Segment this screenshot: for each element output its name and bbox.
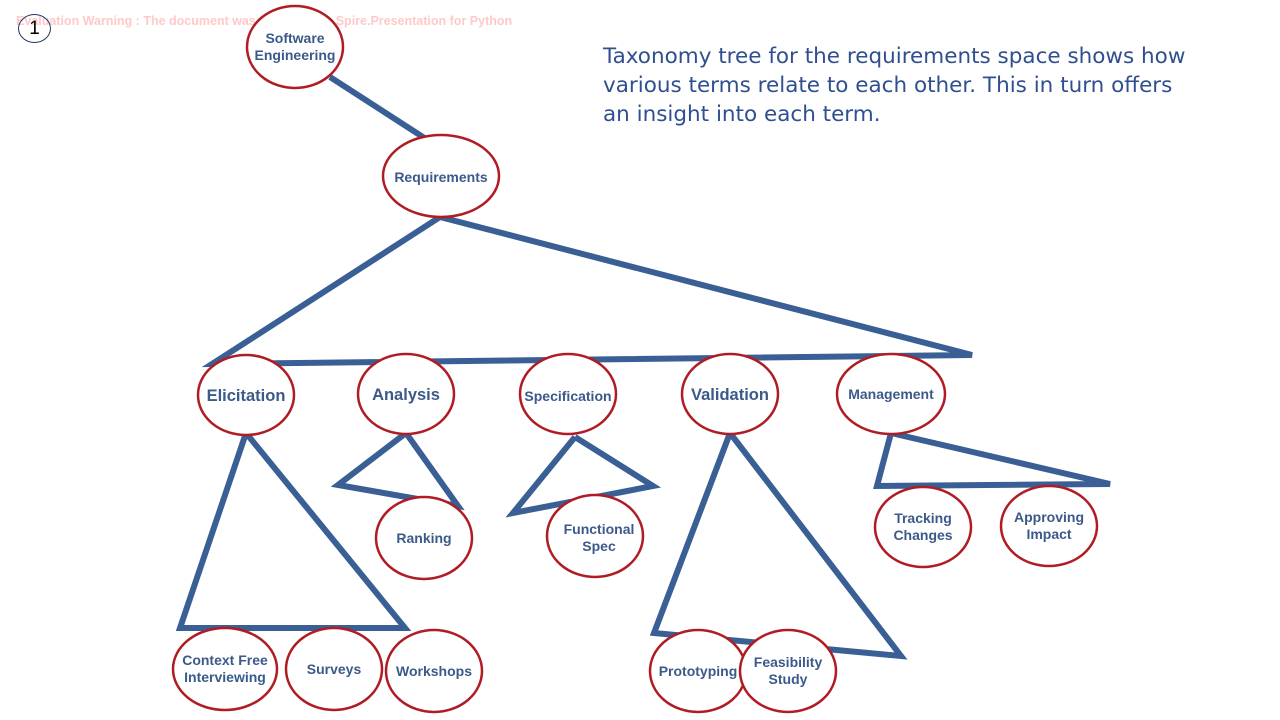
label-software-engineering: Software Engineering bbox=[254, 30, 336, 63]
label-approving-impact: Approving Impact bbox=[1014, 509, 1084, 542]
node-surveys bbox=[284, 626, 384, 712]
node-validation bbox=[680, 352, 780, 436]
label-ranking: Ranking bbox=[396, 529, 452, 546]
label-workshops: Workshops bbox=[396, 662, 472, 679]
label-requirements: Requirements bbox=[394, 168, 488, 185]
node-feasibility-study bbox=[738, 628, 838, 714]
slide-number-badge: 1 bbox=[18, 14, 51, 43]
node-management bbox=[835, 352, 947, 436]
node-elicitation bbox=[196, 353, 296, 437]
label-specification: Specification bbox=[524, 387, 612, 404]
label-management: Management bbox=[848, 385, 934, 402]
edge-analysis-children bbox=[330, 430, 465, 511]
edge-requirements-children-bracket bbox=[201, 214, 973, 368]
description-text: Taxonomy tree for the requirements space… bbox=[603, 44, 1186, 127]
node-requirements bbox=[381, 133, 501, 219]
node-analysis bbox=[356, 352, 456, 436]
label-validation: Validation bbox=[691, 386, 769, 405]
label-tracking-changes: Tracking Changes bbox=[893, 510, 953, 543]
node-functional-spec bbox=[545, 493, 645, 579]
label-elicitation: Elicitation bbox=[206, 387, 286, 406]
node-software-engineering bbox=[245, 4, 345, 90]
edge-management-children bbox=[873, 430, 1111, 490]
label-analysis: Analysis bbox=[372, 386, 440, 405]
edge-elicitation-children bbox=[175, 431, 412, 631]
label-functional-spec: Functional Spec bbox=[563, 521, 635, 554]
node-approving-impact bbox=[999, 484, 1099, 568]
label-surveys: Surveys bbox=[306, 660, 362, 677]
edge-validation-children bbox=[649, 431, 908, 660]
node-workshops bbox=[384, 628, 484, 714]
node-ranking bbox=[374, 495, 474, 581]
node-specification bbox=[518, 352, 618, 436]
label-context-free-interviewing: Context Free Interviewing bbox=[182, 652, 268, 685]
node-context-free-interviewing bbox=[171, 626, 279, 712]
node-tracking-changes bbox=[873, 485, 973, 569]
label-prototyping: Prototyping bbox=[658, 662, 738, 679]
edge-software-engineering-requirements bbox=[328, 74, 428, 142]
label-feasibility-study: Feasibility Study bbox=[753, 654, 823, 687]
